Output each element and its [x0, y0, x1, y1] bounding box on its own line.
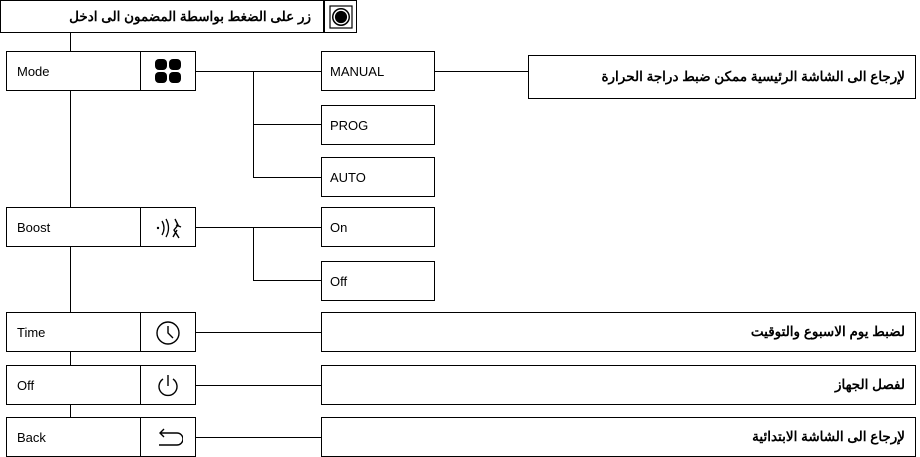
boost-option-on[interactable]: On [321, 207, 435, 247]
mode-option-manual-label: MANUAL [330, 63, 385, 79]
boost-option-off-label: Off [330, 273, 348, 289]
back-icon-cell[interactable] [140, 417, 196, 457]
clock-icon [155, 320, 181, 346]
menu-item-off-label: Off [17, 377, 35, 393]
mode-note-box: لإرجاع الى الشاشة الرئيسية ممكن ضبط دراج… [528, 55, 916, 99]
back-connector [196, 437, 321, 438]
time-icon-cell[interactable] [140, 312, 196, 352]
header-icon-cell [324, 0, 357, 33]
mode-option-prog[interactable]: PROG [321, 105, 435, 145]
mode-icon-cell[interactable] [140, 51, 196, 91]
manual-note-connector [435, 71, 528, 72]
header-text: زر على الضغط بواسطة المضمون الى ادخل [69, 8, 311, 24]
menu-item-back-label: Back [17, 429, 46, 445]
menu-item-mode[interactable]: Mode [6, 51, 141, 91]
boost-branch [253, 227, 254, 280]
menu-item-boost[interactable]: Boost [6, 207, 141, 247]
mode-option-prog-label: PROG [330, 117, 369, 133]
mode-option-auto[interactable]: AUTO [321, 157, 435, 197]
header-box: زر على الضغط بواسطة المضمون الى ادخل [0, 0, 324, 33]
off-description-box: لفصل الجهاز [321, 365, 916, 405]
menu-item-back[interactable]: Back [6, 417, 141, 457]
mode-note-text: لإرجاع الى الشاشة الرئيسية ممكن ضبط دراج… [601, 69, 905, 84]
time-description: لضبط يوم الاسبوع والتوقيت [750, 324, 905, 339]
mode-branch-auto [253, 177, 321, 178]
mode-option-auto-label: AUTO [330, 169, 366, 185]
back-description-box: لإرجاع الى الشاشة الابتدائية [321, 417, 916, 457]
menu-item-boost-label: Boost [17, 219, 51, 235]
round-button-icon [329, 5, 353, 29]
menu-item-time-label: Time [17, 324, 46, 340]
menu-item-off[interactable]: Off [6, 365, 141, 405]
time-connector [196, 332, 321, 333]
off-connector [196, 385, 321, 386]
boost-icon-cell[interactable] [140, 207, 196, 247]
time-description-box: لضبط يوم الاسبوع والتوقيت [321, 312, 916, 352]
mode-branch-prog [253, 124, 321, 125]
menu-item-mode-label: Mode [17, 63, 50, 79]
mode-connector [196, 71, 321, 72]
boost-option-on-label: On [330, 219, 348, 235]
mode-option-manual[interactable]: MANUAL [321, 51, 435, 91]
off-icon-cell[interactable] [140, 365, 196, 405]
power-icon [155, 373, 181, 399]
off-description: لفصل الجهاز [834, 377, 905, 392]
mode-quad-icon [153, 58, 183, 84]
boost-branch-off [253, 280, 321, 281]
menu-item-time[interactable]: Time [6, 312, 141, 352]
back-description: لإرجاع الى الشاشة الابتدائية [752, 429, 905, 444]
boost-option-off[interactable]: Off [321, 261, 435, 301]
boost-connector [196, 227, 321, 228]
back-arrow-icon [153, 426, 183, 450]
boost-icon [153, 216, 185, 240]
